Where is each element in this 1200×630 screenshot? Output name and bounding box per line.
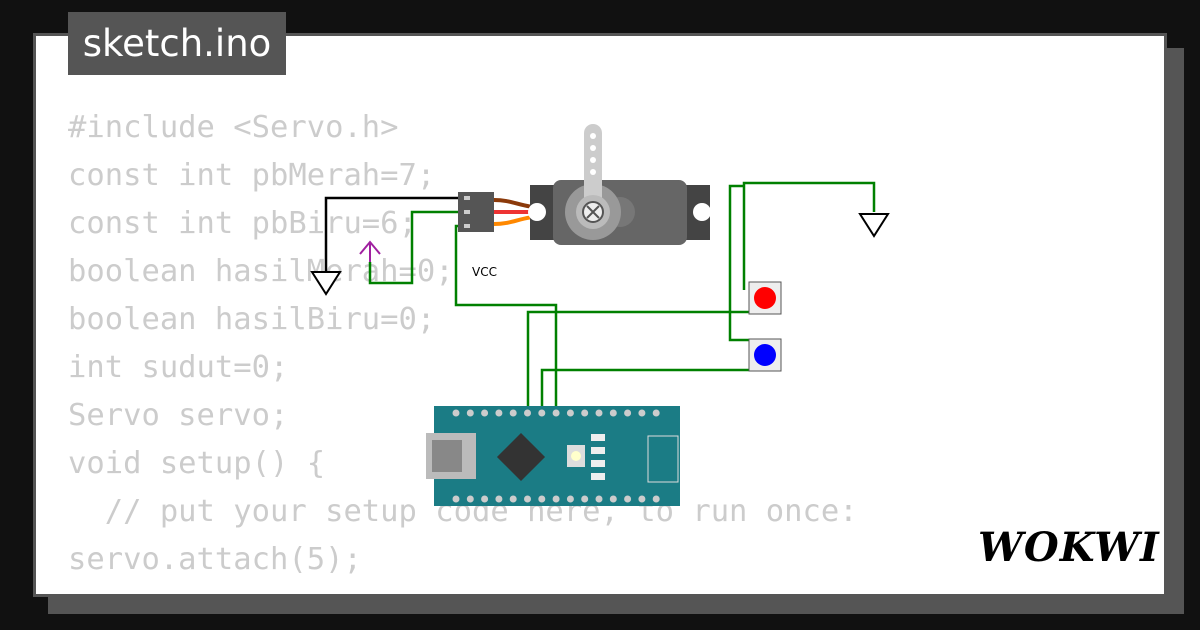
board-pin xyxy=(481,495,489,503)
board-pin xyxy=(524,409,531,417)
red-button-wire xyxy=(526,310,752,412)
button-gnd-wire-2 xyxy=(728,184,752,342)
code-line: #include <Servo.h> xyxy=(68,110,399,145)
vcc-label: VCC xyxy=(472,265,497,279)
board-pin xyxy=(652,495,660,503)
board-pin xyxy=(466,409,474,417)
code-line: // put your setup code here, to run once… xyxy=(68,494,858,529)
board-pin xyxy=(552,409,560,417)
arduino-nano[interactable] xyxy=(426,406,680,506)
ground-icon xyxy=(858,213,890,238)
code-line: const int pbMerah=7; xyxy=(68,158,436,193)
board-pin xyxy=(495,409,503,417)
code-line: Serial.begin(9600); xyxy=(68,584,858,594)
vcc-wire xyxy=(368,210,460,285)
board-pin xyxy=(609,409,617,417)
code-line: const int pbBiru=6; xyxy=(68,206,417,241)
button-gnd-wire xyxy=(742,181,876,290)
board-pin xyxy=(624,409,632,417)
board-pin xyxy=(452,409,460,417)
blue-button-wire xyxy=(540,368,752,412)
signal-wire xyxy=(454,224,558,412)
preview-card: #include <Servo.h> const int pbMerah=7; co… xyxy=(33,33,1167,597)
code-line: void setup() { xyxy=(68,446,326,481)
board-pin xyxy=(581,495,589,503)
board-pin xyxy=(624,495,632,503)
gnd-wire xyxy=(324,196,460,272)
ground-icon xyxy=(310,271,342,296)
board-pin xyxy=(509,409,517,417)
wokwi-logo: WOKWI xyxy=(978,524,1160,571)
board-pin xyxy=(595,495,603,503)
wires xyxy=(324,181,876,412)
code-line: int sudut=0; xyxy=(68,350,289,385)
board-pin xyxy=(524,495,531,503)
board-pin xyxy=(566,409,574,417)
board-pin xyxy=(652,409,660,417)
code-line: boolean hasilBiru=0; xyxy=(68,302,436,337)
blue-pushbutton[interactable] xyxy=(748,338,782,372)
board-pin xyxy=(595,409,603,417)
board-pin xyxy=(452,495,460,503)
board-pin xyxy=(495,495,503,503)
code-line: boolean hasilMerah=0; xyxy=(68,254,454,289)
board-pin xyxy=(481,409,489,417)
board-pin xyxy=(509,495,517,503)
board-pin xyxy=(538,409,546,417)
board-pin xyxy=(538,495,546,503)
code-listing: #include <Servo.h> const int pbMerah=7; co… xyxy=(68,104,858,594)
board-pin xyxy=(566,495,574,503)
board-pin xyxy=(552,495,560,503)
sketch-title: sketch.ino xyxy=(68,12,286,75)
board-pin xyxy=(581,409,589,417)
board-pin xyxy=(466,495,474,503)
red-pushbutton[interactable] xyxy=(748,281,782,315)
board-pin xyxy=(609,495,617,503)
code-line: servo.attach(5); xyxy=(68,542,362,577)
board-pin xyxy=(638,495,646,503)
servo-motor[interactable] xyxy=(458,124,711,245)
board-pin xyxy=(638,409,646,417)
code-line: Servo servo; xyxy=(68,398,289,433)
vcc-icon xyxy=(359,240,381,262)
